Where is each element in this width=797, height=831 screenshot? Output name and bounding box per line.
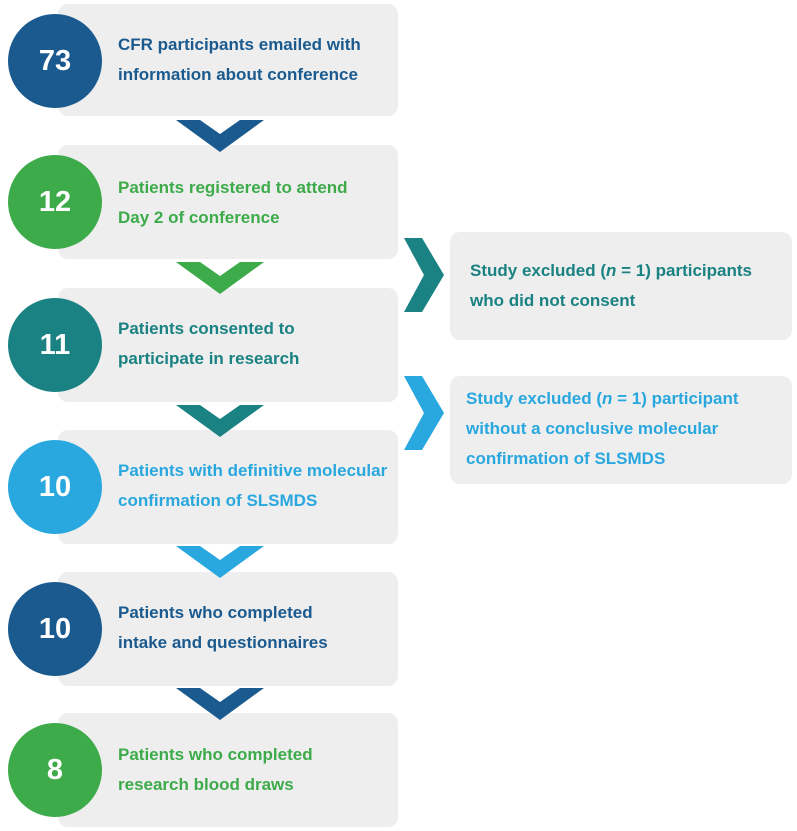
- step-text-line: intake and questionnaires: [118, 633, 328, 652]
- step-text-line: Day 2 of conference: [118, 208, 280, 227]
- exclusion-n-symbol: n: [606, 261, 617, 280]
- chevron-down-icon: [176, 120, 264, 152]
- exclusion-text-line: confirmation of SLSMDS: [466, 449, 666, 468]
- step-count-circle: 12: [8, 155, 102, 249]
- chevron-right-icon: [404, 238, 444, 312]
- exclusion-text-line: who did not consent: [470, 291, 636, 310]
- step-text: Patients who completed research blood dr…: [118, 740, 313, 800]
- exclusion-prefix: Study excluded (: [466, 389, 603, 408]
- step-box: [58, 288, 398, 402]
- step-count-circle: 10: [8, 440, 102, 534]
- step-text-line: Patients with definitive molecular: [118, 461, 388, 480]
- step-text-line: research blood draws: [118, 775, 294, 794]
- step-text: Patients with definitive molecular confi…: [118, 456, 387, 516]
- step-text: Patients registered to attend Day 2 of c…: [118, 173, 348, 233]
- exclusion-text-line: Study excluded (n = 1) participants: [470, 256, 752, 286]
- chevron-down-icon: [176, 405, 264, 437]
- exclusion-text-line: without a conclusive molecular: [466, 419, 719, 438]
- step-text-line: Patients consented to: [118, 319, 295, 338]
- exclusion-prefix: Study excluded (: [470, 261, 607, 280]
- chevron-down-icon: [176, 688, 264, 720]
- step-text-line: Patients registered to attend: [118, 178, 348, 197]
- step-text-line: Patients who completed: [118, 603, 313, 622]
- exclusion-suffix: = 1) participants: [616, 261, 752, 280]
- step-text-line: CFR participants emailed with: [118, 35, 361, 54]
- exclusion-box: [450, 232, 792, 340]
- step-box: [58, 572, 398, 686]
- exclusion-suffix: = 1) participant: [612, 389, 739, 408]
- step-text-line: information about conference: [118, 65, 358, 84]
- step-count-circle: 11: [8, 298, 102, 392]
- exclusion-n-symbol: n: [602, 389, 613, 408]
- step-text-line: confirmation of SLSMDS: [118, 491, 318, 510]
- step-count-circle: 10: [8, 582, 102, 676]
- step-text: Patients who completed intake and questi…: [118, 598, 328, 658]
- step-text: CFR participants emailed with informatio…: [118, 30, 361, 90]
- step-count-circle: 8: [8, 723, 102, 817]
- step-box: [58, 430, 398, 544]
- chevron-right-icon: [404, 376, 444, 450]
- step-text-line: participate in research: [118, 349, 300, 368]
- chevron-down-icon: [176, 262, 264, 294]
- chevron-down-icon: [176, 546, 264, 578]
- exclusion-text: Study excluded (n = 1) participant witho…: [466, 384, 739, 474]
- step-box: [58, 145, 398, 259]
- step-text: Patients consented to participate in res…: [118, 314, 299, 374]
- step-count-circle: 73: [8, 14, 102, 108]
- step-box: [58, 713, 398, 827]
- step-box: [58, 4, 398, 116]
- exclusion-box: [450, 376, 792, 484]
- exclusion-text: Study excluded (n = 1) participants who …: [470, 256, 752, 316]
- step-text-line: Patients who completed: [118, 745, 313, 764]
- exclusion-text-line: Study excluded (n = 1) participant: [466, 384, 739, 414]
